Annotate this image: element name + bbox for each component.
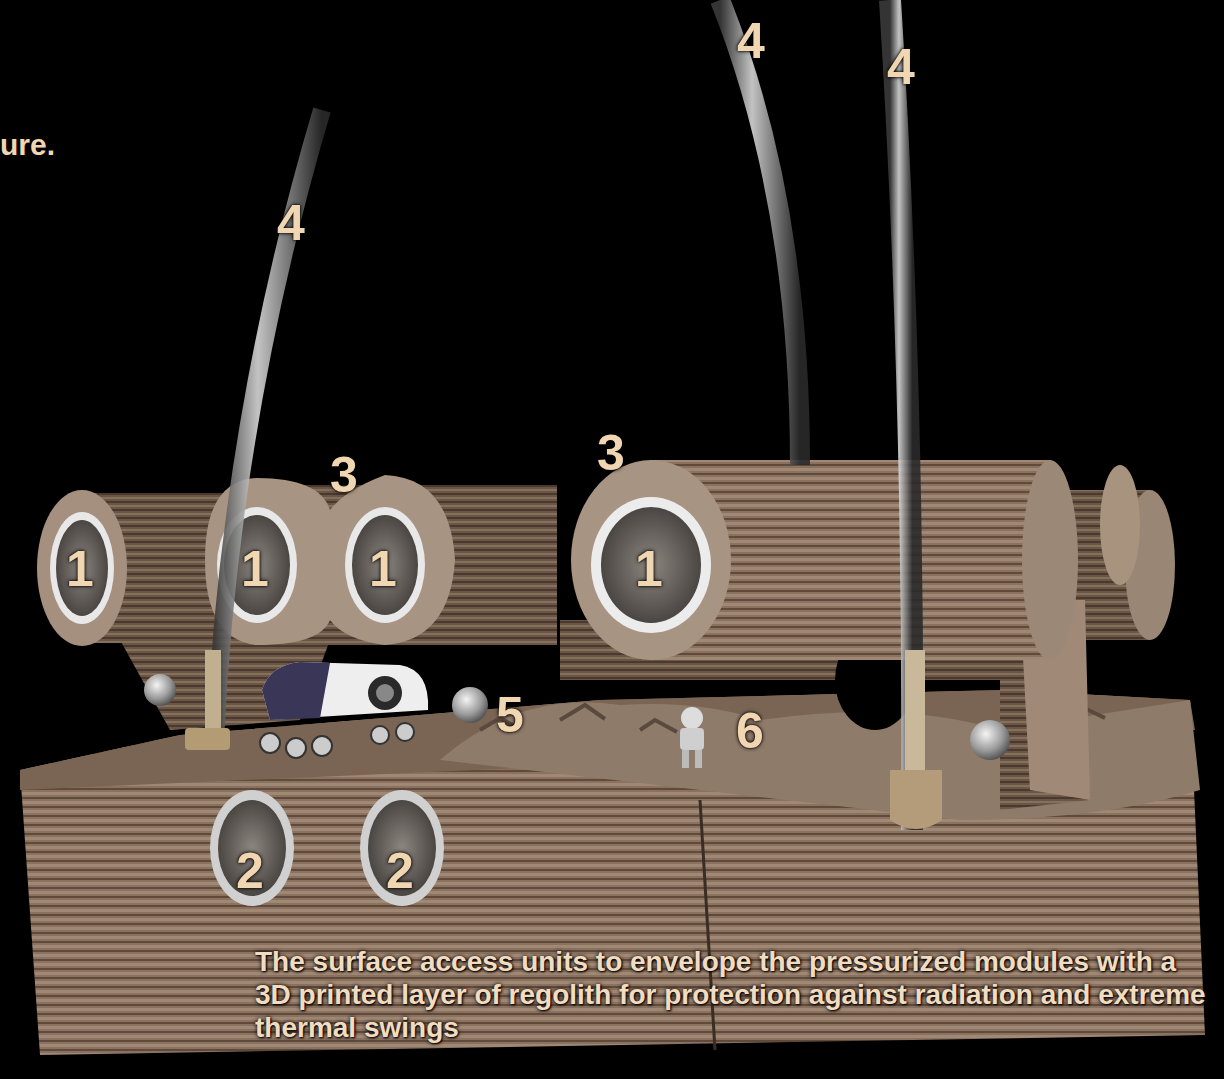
callout-number: 4 <box>887 42 915 92</box>
callout-number: 2 <box>236 846 264 896</box>
cut-off-text: ure. <box>0 130 55 160</box>
callout-number: 1 <box>241 544 269 594</box>
caption: The surface access units to envelope the… <box>255 945 1215 1044</box>
callout-number: 3 <box>330 450 358 500</box>
callout-number: 4 <box>277 198 305 248</box>
callout-number: 1 <box>66 544 94 594</box>
callout-number: 3 <box>597 428 625 478</box>
callout-number: 1 <box>369 544 397 594</box>
callout-number: 2 <box>386 846 414 896</box>
callout-number: 6 <box>736 706 764 756</box>
callout-number: 1 <box>635 544 663 594</box>
callout-number: 4 <box>737 16 765 66</box>
callout-number: 5 <box>496 690 524 740</box>
